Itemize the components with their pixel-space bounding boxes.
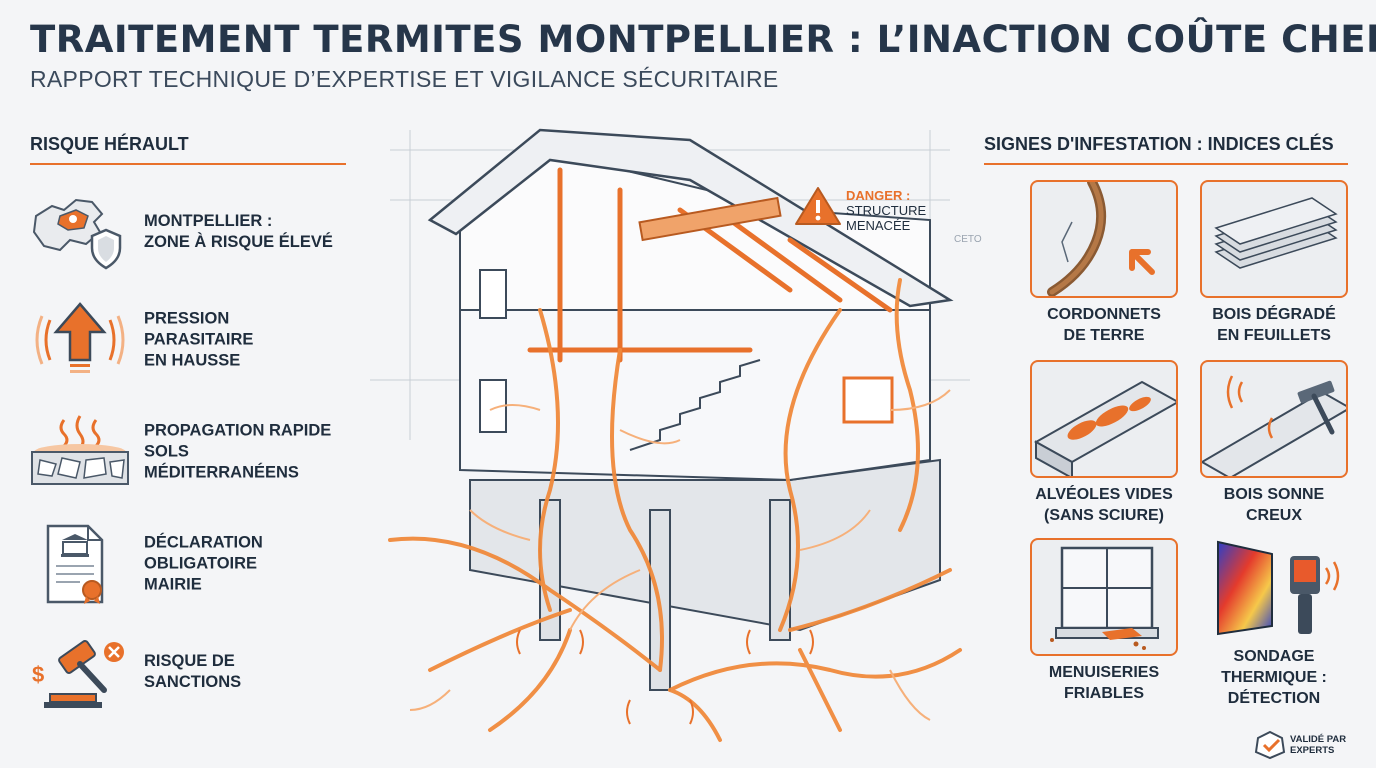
- danger-title: DANGER :: [846, 188, 911, 203]
- house-cutaway-illustration: [370, 128, 970, 742]
- window-frame-icon: [1050, 546, 1159, 650]
- risk-item-pressure: PRESSION PARASITAIRE EN HAUSSE: [30, 300, 360, 380]
- risk-label-propagation: PROPAGATION RAPIDE SOLS MÉDITERRANÉENS: [144, 421, 332, 482]
- expert-badge-text: VALIDÉ PAR EXPERTS: [1290, 734, 1347, 756]
- card-label-window-frame: MENUISERIES FRIABLES: [1048, 664, 1160, 702]
- gavel-icon: $: [32, 640, 124, 708]
- risk-label-declaration: DÉCLARATION OBLIGATOIRE MAIRIE: [144, 533, 263, 594]
- danger-warning-icon: [795, 187, 841, 225]
- risk-item-declaration: DÉCLARATION OBLIGATOIRE MAIRIE: [30, 524, 360, 604]
- card-label-hollow-wood: ALVÉOLES VIDES (SANS SCIURE): [1035, 486, 1173, 524]
- card-label-thermal: SONDAGE THERMIQUE : DÉTECTION: [1221, 648, 1327, 707]
- faint-blueprint-label: CETO: [954, 234, 982, 245]
- risk-item-sanctions: $ RISQUE DE SANCTIONS: [30, 632, 360, 712]
- hollow-wood-icon: [1033, 380, 1176, 476]
- cracked-soil-icon: [31, 415, 129, 485]
- page-title: TRAITEMENT TERMITES MONTPELLIER : L’INAC…: [30, 18, 1376, 61]
- danger-callout: DANGER :STRUCTURE MENACÉE: [846, 188, 926, 233]
- left-panel-heading: RISQUE HÉRAULT: [30, 134, 346, 165]
- risk-item-propagation: PROPAGATION RAPIDE SOLS MÉDITERRANÉENS: [30, 412, 360, 492]
- card-hollow-sound: [1200, 360, 1348, 478]
- expert-badge-icon: [1254, 730, 1286, 760]
- risk-item-zone: MONTPELLIER : ZONE À RISQUE ÉLEVÉ: [30, 192, 360, 272]
- certificate-icon: [46, 524, 104, 604]
- risk-label-sanctions: RISQUE DE SANCTIONS: [144, 652, 242, 691]
- risk-label-pressure: PRESSION PARASITAIRE EN HAUSSE: [144, 309, 254, 370]
- danger-text: STRUCTURE MENACÉE: [846, 203, 927, 233]
- layered-wood-icon: [1214, 197, 1338, 269]
- mud-tube-icon: [1047, 182, 1155, 296]
- risk-label-zone: MONTPELLIER : ZONE À RISQUE ÉLEVÉ: [144, 212, 333, 251]
- card-window-frame: [1030, 538, 1178, 656]
- hammer-tap-icon: [1202, 375, 1346, 476]
- right-panel-heading: SIGNES D'INFESTATION : INDICES CLÉS: [984, 134, 1348, 165]
- card-label-hollow-sound: BOIS SONNE CREUX: [1223, 486, 1325, 524]
- svg-text:$: $: [32, 662, 44, 687]
- card-label-mud-tubes: CORDONNETS DE TERRE: [1047, 306, 1161, 344]
- card-hollow-wood: [1030, 360, 1178, 478]
- card-mud-tubes: [1030, 180, 1178, 298]
- card-layered-wood: [1200, 180, 1348, 298]
- page-subtitle: RAPPORT TECHNIQUE D’EXPERTISE ET VIGILAN…: [30, 66, 779, 92]
- map-shield-icon: [32, 198, 122, 270]
- arrow-up-icon: [35, 302, 125, 373]
- card-label-layered-wood: BOIS DÉGRADÉ EN FEUILLETS: [1212, 306, 1336, 344]
- thermal-camera-icon: [1217, 540, 1340, 636]
